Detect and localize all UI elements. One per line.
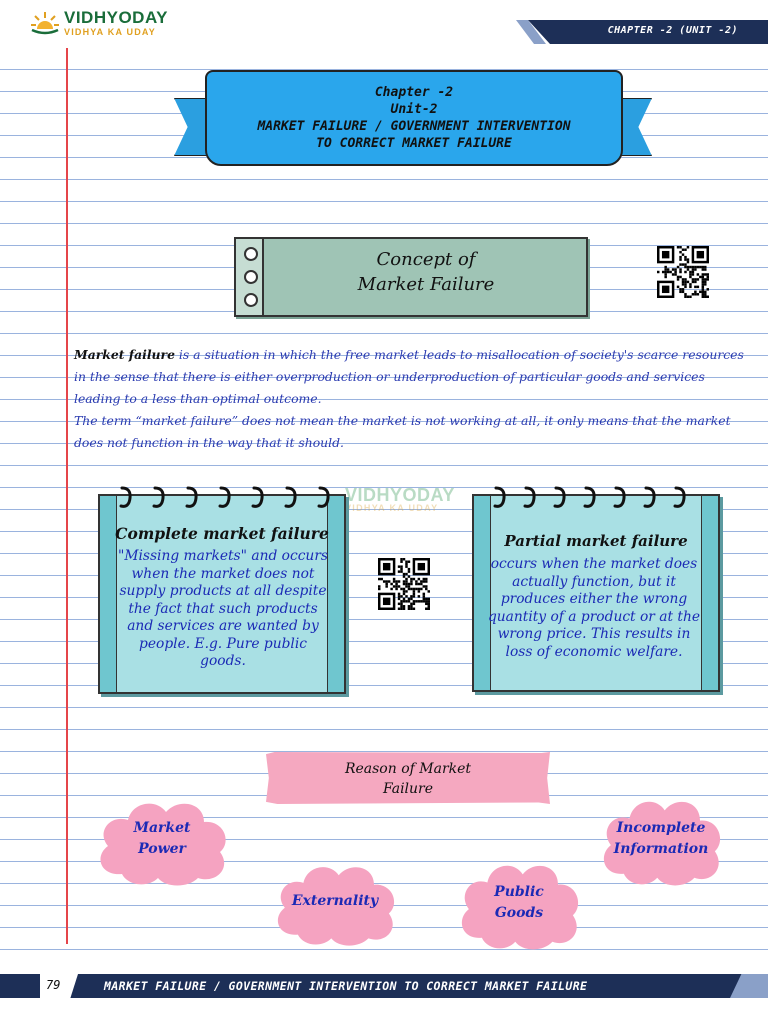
reason-title-line2: Failure	[382, 781, 434, 797]
ribbon-title-line1: MARKET FAILURE / GOVERNMENT INTERVENTION	[257, 119, 571, 134]
footer-title: MARKET FAILURE / GOVERNMENT INTERVENTION…	[104, 979, 588, 993]
cloud-externality: Externality	[270, 858, 400, 948]
watermark-tagline: VIDHYA KA UDAY	[345, 503, 439, 513]
binder-ring-icon	[244, 270, 258, 284]
cloud-label: Market	[133, 820, 191, 836]
partial-failure-title: Partial market failure	[504, 532, 688, 550]
qr-code-icon[interactable]	[378, 558, 430, 610]
cloud-label: Information	[613, 841, 709, 857]
complete-failure-title: Complete market failure	[115, 524, 329, 543]
complete-failure-note: Complete market failure "Missing markets…	[98, 486, 346, 694]
cloud-incomplete-information: Incomplete Information	[596, 792, 726, 888]
cloud-label: Incomplete	[616, 820, 706, 836]
margin-line	[66, 48, 68, 944]
reason-banner: Reason of Market Failure	[266, 752, 550, 804]
cloud-label: Goods	[494, 905, 544, 921]
binder-ring-icon	[244, 293, 258, 307]
page-number-box	[40, 974, 78, 998]
cloud-public-goods: Public Goods	[454, 856, 584, 952]
chapter-title-ribbon: Chapter -2 Unit-2 MARKET FAILURE / GOVER…	[205, 70, 623, 166]
brand-tagline: VIDHYA KA UDAY	[64, 27, 156, 37]
definition-term: Market failure	[74, 347, 175, 362]
binder-ring-icon	[244, 247, 258, 261]
brand-logo: VIDHYODAY VIDHYA KA UDAY	[30, 9, 168, 37]
ribbon-chapter: Chapter -2	[374, 85, 454, 100]
header-band	[528, 20, 768, 44]
cloud-market-power: Market Power	[92, 794, 232, 888]
partial-failure-note: Partial market failure occurs when the m…	[472, 486, 720, 692]
ribbon-unit: Unit-2	[390, 102, 438, 117]
footer-band	[0, 974, 768, 998]
concept-title-line2: Market Failure	[357, 274, 495, 295]
watermark-logo: VIDHYODAY VIDHYA KA UDAY	[345, 486, 455, 513]
cloud-label: Public	[494, 884, 544, 900]
spiral-coil-icon	[474, 484, 718, 512]
qr-code-icon[interactable]	[657, 246, 709, 298]
cloud-label: Externality	[291, 893, 379, 909]
reason-title-line1: Reason of Market	[344, 761, 472, 777]
concept-title-line1: Concept of	[376, 249, 476, 270]
sun-logo-icon	[30, 10, 60, 36]
watermark-brand: VIDHYODAY	[345, 485, 455, 505]
cloud-label: Power	[138, 841, 186, 857]
brand-name: VIDHYODAY	[64, 8, 169, 27]
definition-paragraph: Market failure is a situation in which t…	[74, 344, 750, 454]
page-number: 79	[46, 978, 61, 992]
ribbon-title-line2: TO CORRECT MARKET FAILURE	[316, 136, 512, 151]
chapter-label: CHAPTER -2 (UNIT -2)	[607, 25, 738, 36]
definition-text: is a situation in which the free market …	[74, 347, 744, 406]
definition-note: The term “market failure” does not mean …	[74, 413, 731, 450]
partial-failure-body: occurs when the market does actually fun…	[487, 556, 701, 660]
complete-failure-body: "Missing markets" and occurs when the ma…	[118, 548, 328, 669]
concept-banner: Concept of Market Failure	[234, 237, 588, 317]
spiral-coil-icon	[100, 484, 344, 512]
